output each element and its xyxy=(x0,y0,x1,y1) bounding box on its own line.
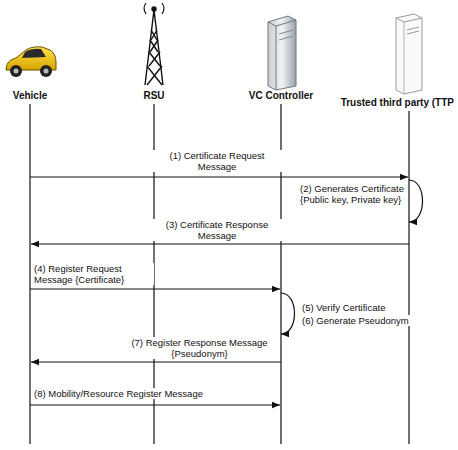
message-arrow xyxy=(409,180,423,222)
message-label-box: (3) Certificate Response Message xyxy=(150,219,284,241)
rsu-tower-icon xyxy=(144,3,164,85)
participant-name: Trusted third party (TTP xyxy=(341,97,454,108)
message-label-box: (4) Register Request Message {Certificat… xyxy=(32,263,154,285)
lifeline xyxy=(29,104,30,444)
ttp-server-icon xyxy=(396,14,422,94)
participant-box: RSU xyxy=(143,90,164,101)
message-label: (1) Certificate Request Message xyxy=(169,150,264,172)
participant-box: VC Controller xyxy=(249,90,313,101)
lifeline xyxy=(408,111,409,444)
car-icon xyxy=(6,47,56,77)
message-label-box: (7) Register Response Message {Pseudonym… xyxy=(120,337,279,359)
participant-name: VC Controller xyxy=(249,90,313,101)
message-label: (3) Certificate Response Message xyxy=(166,219,268,241)
message-label: (7) Register Response Message {Pseudonym… xyxy=(131,337,267,359)
server-icon xyxy=(268,16,296,90)
message-arrow xyxy=(31,361,281,362)
message-arrow xyxy=(30,176,408,177)
message-label-box: (5) Verify Certificate xyxy=(300,302,387,313)
message-arrow xyxy=(31,243,409,244)
message-arrow xyxy=(281,293,295,334)
message-label-box: (2) Generates Certificate {Public key, P… xyxy=(298,183,406,205)
message-label-box: (1) Certificate Request Message xyxy=(150,150,284,172)
message-label: (8) Mobility/Resource Register Message xyxy=(34,388,203,399)
participant-box: Trusted third party (TTP xyxy=(341,97,454,108)
step-label-box: (6) Generate Pseudonym xyxy=(300,315,411,326)
participant-name: RSU xyxy=(143,90,164,101)
message-arrow xyxy=(30,288,280,289)
participant-box: Vehicle xyxy=(13,90,47,101)
message-label-box: (8) Mobility/Resource Register Message xyxy=(32,388,205,399)
step-label: (6) Generate Pseudonym xyxy=(302,315,409,326)
message-label: (4) Register Request Message {Certificat… xyxy=(34,263,124,285)
message-label: (2) Generates Certificate {Public key, P… xyxy=(300,183,404,205)
participant-name: Vehicle xyxy=(13,90,47,101)
message-label: (5) Verify Certificate xyxy=(302,302,385,313)
message-arrow xyxy=(30,404,280,405)
